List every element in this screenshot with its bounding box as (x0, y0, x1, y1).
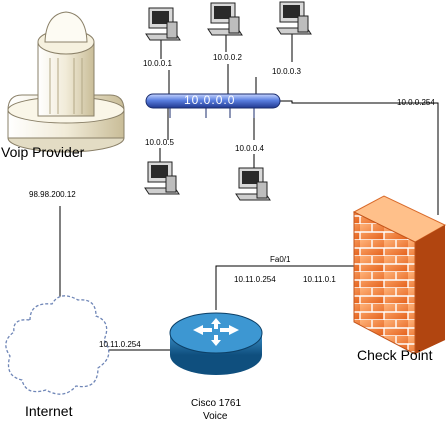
firewall-wan-ip: 10.11.0.1 (303, 275, 336, 284)
pc-icons (144, 1, 312, 201)
pc-icon (235, 167, 271, 201)
hub-label: 10.0.0.0 (184, 93, 236, 107)
router-icon (169, 312, 263, 375)
firewall-label: Check Point (357, 347, 433, 363)
pc-ip-label: 10.0.0.1 (143, 59, 172, 68)
pc-icon (144, 161, 180, 195)
link-router-firewall (215, 265, 354, 310)
firewall-icon (352, 195, 447, 355)
pc-icon (207, 2, 243, 36)
router-label-line2: Voice (203, 411, 228, 422)
pc-ip-label: 10.0.0.4 (235, 144, 264, 153)
link-hub-firewall (278, 100, 439, 215)
internet-label: Internet (25, 403, 73, 419)
internet-cloud-icon (5, 295, 110, 395)
router-interface-label: Fa0/1 (270, 255, 291, 264)
pc-icon (145, 7, 181, 41)
pc-ip-label: 10.0.0.5 (145, 138, 174, 147)
pc-ip-label: 10.0.0.2 (213, 53, 242, 62)
voip-provider-label: Voip Provider (1, 144, 85, 160)
voip-provider-icon (7, 11, 125, 153)
pc-icon (276, 1, 312, 35)
firewall-lan-ip: 10.0.0.254 (397, 98, 435, 107)
router-interface-ip: 10.11.0.254 (234, 275, 276, 284)
router-internet-ip: 10.11.0.254 (99, 340, 141, 349)
router-label-line1: Cisco 1761 (191, 398, 242, 409)
voip-ip-label: 98.98.200.12 (29, 190, 76, 199)
hub (145, 93, 281, 118)
pc-ip-label: 10.0.0.3 (272, 67, 301, 76)
